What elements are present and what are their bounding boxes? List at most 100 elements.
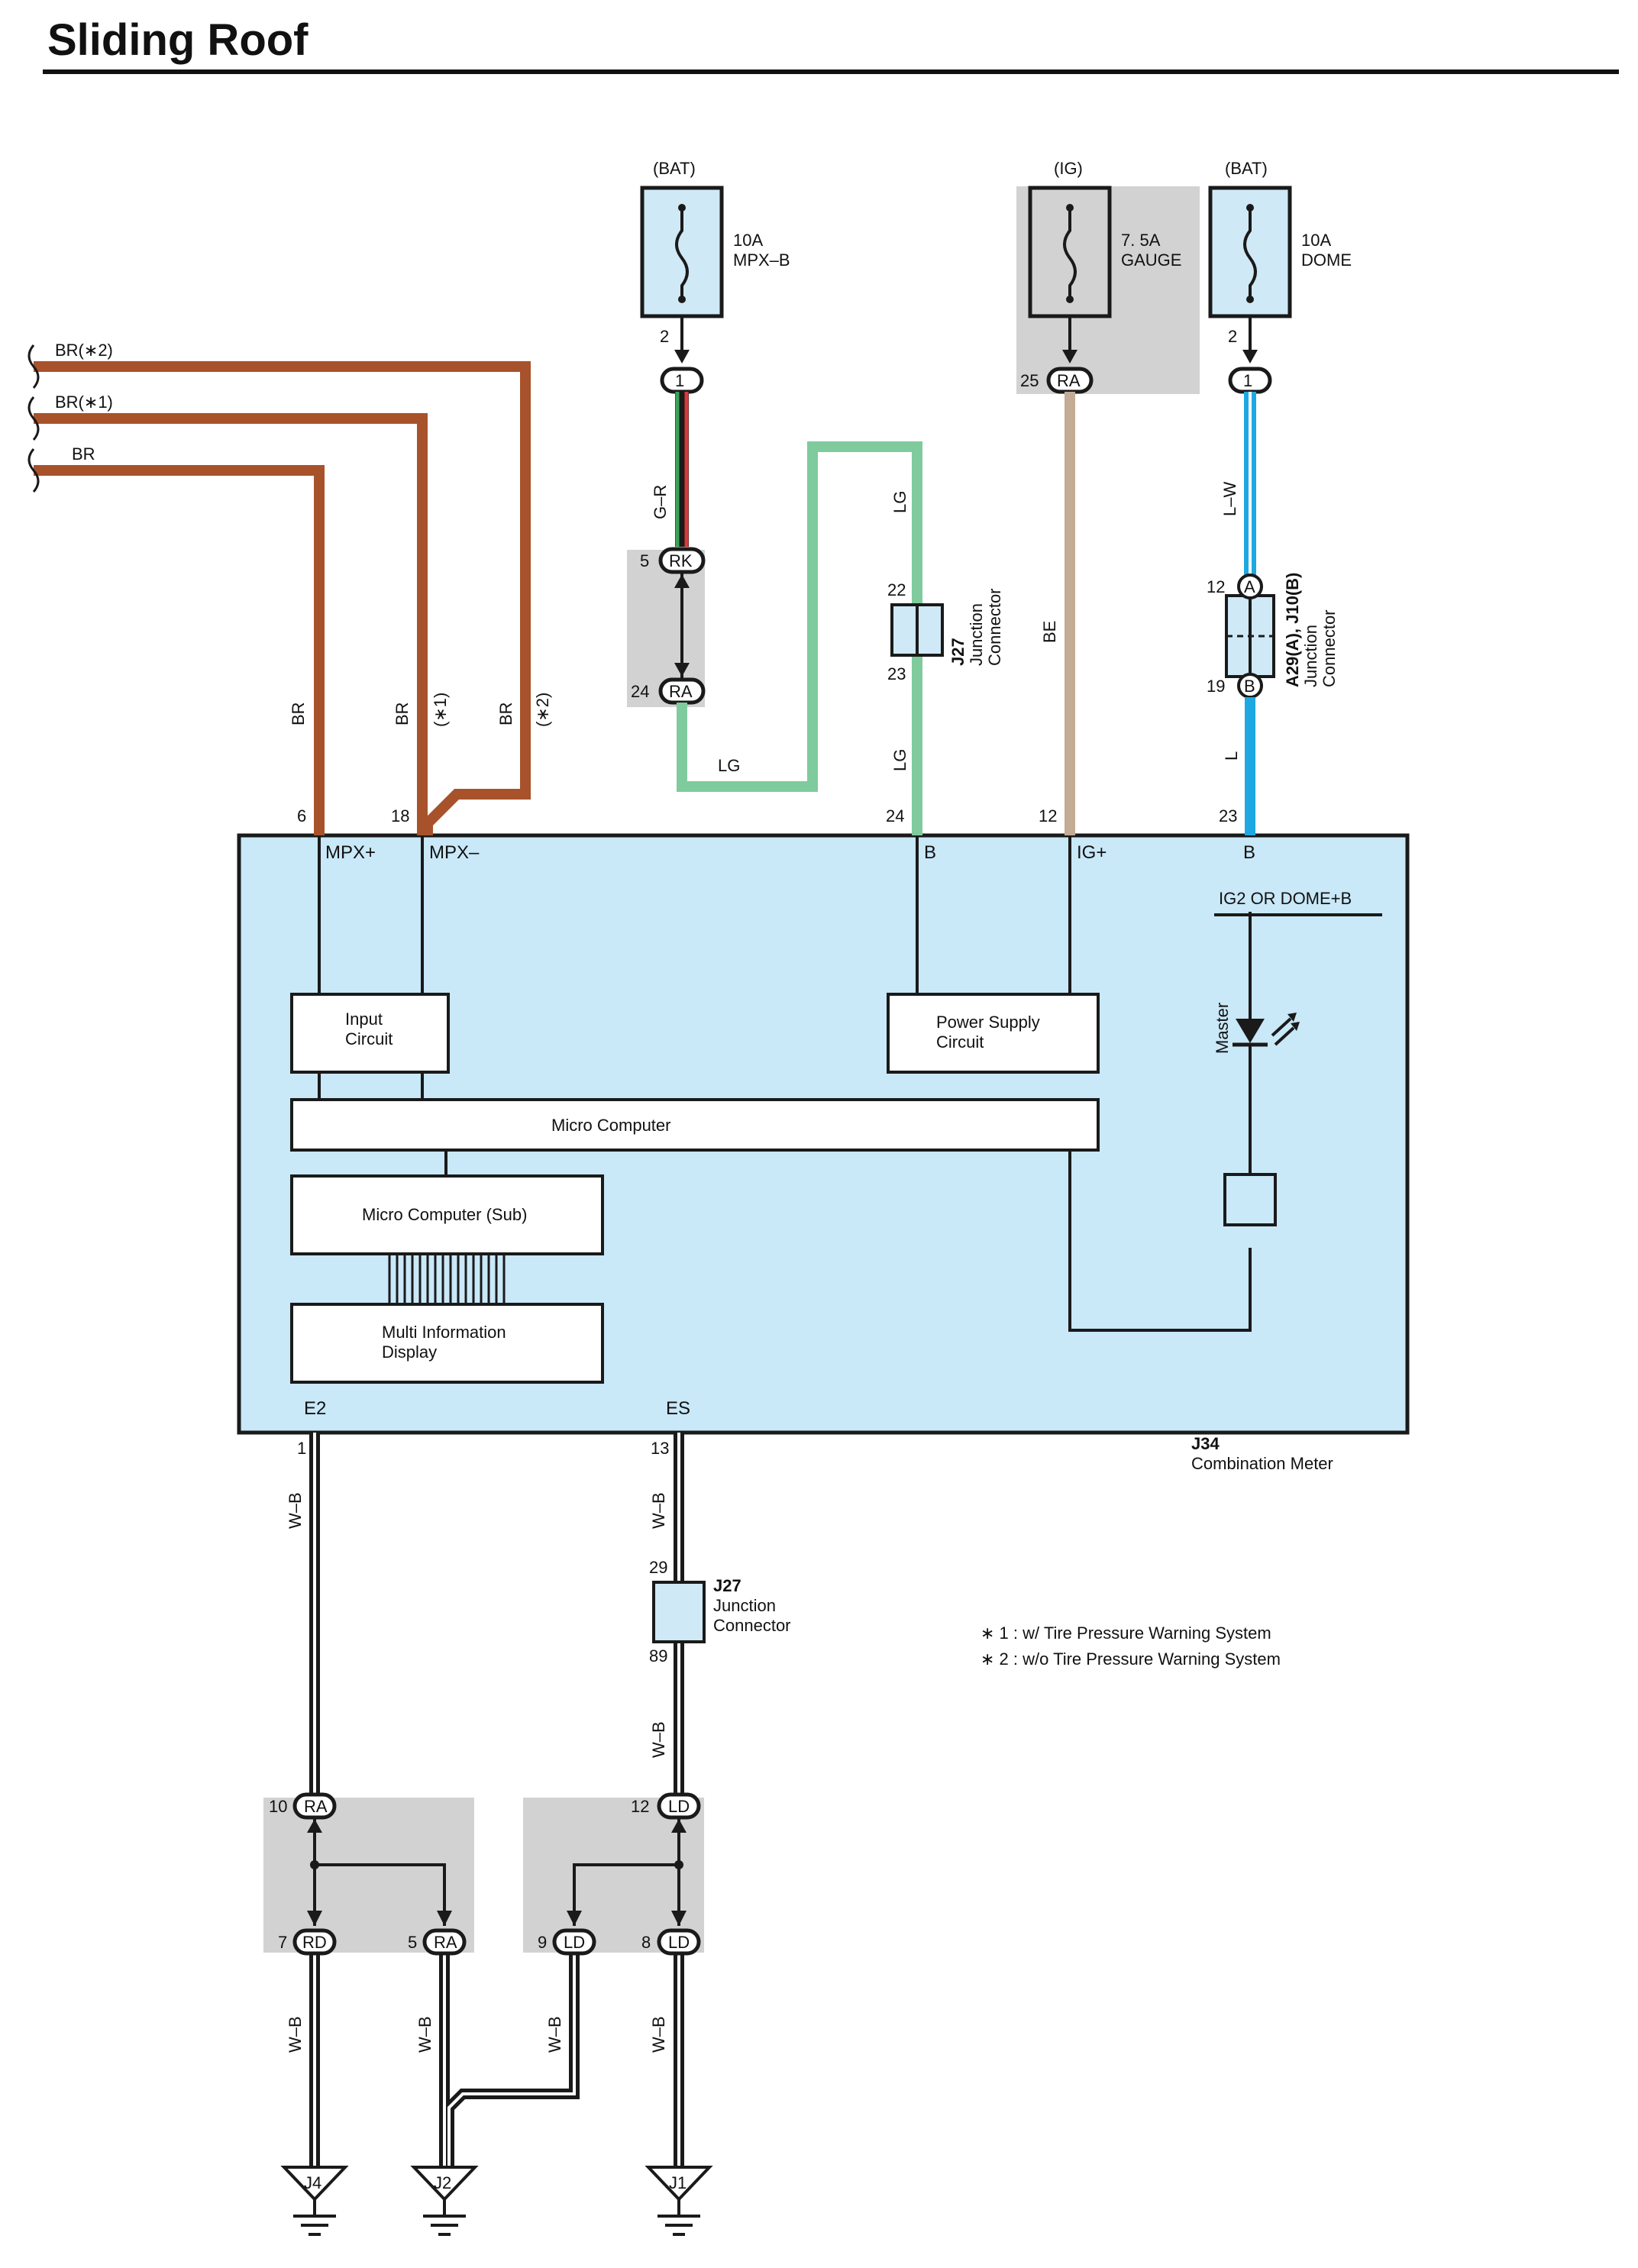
meter-id: J34 bbox=[1191, 1434, 1220, 1453]
meter-term-e2: E2 bbox=[304, 1398, 326, 1419]
input-circuit-label-2: Circuit bbox=[345, 1029, 393, 1048]
micro-computer-sub-box bbox=[290, 1174, 604, 1255]
splice-ld-9-pin: 9 bbox=[538, 1933, 547, 1952]
a29-label-2: Connector bbox=[1320, 609, 1339, 687]
note-2: ∗ 2 : w/o Tire Pressure Warning System bbox=[981, 1649, 1281, 1669]
br-label-2: BR(∗2) bbox=[55, 341, 113, 360]
multi-info-display-box bbox=[290, 1303, 604, 1384]
meter-pin-13: 13 bbox=[651, 1439, 669, 1458]
fuse-gauge-amp: 7. 5A bbox=[1121, 231, 1161, 250]
fuse-mpxb-pin: 2 bbox=[660, 327, 669, 346]
j27-top-label-2: Connector bbox=[985, 588, 1004, 666]
power-supply-label-1: Power Supply bbox=[936, 1013, 1040, 1032]
a29-id: A29(A), J10(B) bbox=[1283, 573, 1302, 687]
splice-rd-7-code: RD bbox=[302, 1933, 327, 1952]
w-b-label-4: W–B bbox=[286, 2016, 305, 2053]
master-led-icon bbox=[1233, 1013, 1300, 1047]
j27-top-pin-22: 22 bbox=[887, 580, 906, 599]
splice-ra-5 bbox=[422, 1928, 467, 1956]
micro-computer-box bbox=[290, 1098, 1100, 1152]
master-driver-box bbox=[1223, 1173, 1277, 1226]
ra-splice-shade bbox=[263, 1798, 474, 1953]
meter-pin-1: 1 bbox=[297, 1439, 306, 1458]
j27-top-label-1: Junction bbox=[967, 603, 986, 666]
ground-j4-icon bbox=[280, 2166, 349, 2236]
splice-rd-7 bbox=[292, 1928, 337, 1956]
meter-term-b2: B bbox=[1243, 842, 1255, 863]
splice-ra-5-pin: 5 bbox=[408, 1933, 417, 1952]
j27-bottom-pin-89: 89 bbox=[649, 1646, 667, 1665]
br-drop-label-3: BR bbox=[496, 702, 515, 725]
multi-info-display-label-1: Multi Information bbox=[382, 1323, 506, 1342]
ground-j1-icon bbox=[645, 2166, 713, 2236]
splice-ra-10-code: RA bbox=[304, 1797, 328, 1816]
fuse-gauge-source: (IG) bbox=[1054, 159, 1083, 178]
splice-ld-8-pin: 8 bbox=[641, 1933, 651, 1952]
w-b-wires bbox=[309, 1433, 684, 2167]
ground-j2-label: J2 bbox=[434, 2173, 451, 2192]
lg-label-2: LG bbox=[890, 491, 909, 513]
note-1: ∗ 1 : w/ Tire Pressure Warning System bbox=[981, 1623, 1271, 1643]
meter-pin-23: 23 bbox=[1219, 806, 1237, 825]
a29-label-1: Junction bbox=[1301, 625, 1320, 687]
conn-rk-code: RK bbox=[669, 551, 693, 570]
conn-ra-24-code: RA bbox=[669, 682, 693, 701]
meter-term-mpx-minus: MPX– bbox=[429, 842, 480, 863]
meter-pin-24: 24 bbox=[886, 806, 904, 825]
br-wires bbox=[34, 361, 531, 835]
br-wire-1 bbox=[34, 413, 428, 835]
input-circuit-box bbox=[290, 993, 450, 1074]
splice-ld-8-code: LD bbox=[668, 1933, 690, 1952]
fuse-dome-element bbox=[1243, 208, 1257, 299]
br-drop-note-2: (∗2) bbox=[533, 693, 552, 727]
j27-top-id: J27 bbox=[948, 638, 968, 666]
fuse-mpxb-amp: 10A bbox=[733, 231, 763, 250]
j27-bottom-label-2: Connector bbox=[713, 1616, 791, 1635]
conn-gauge-code: RA bbox=[1057, 371, 1081, 390]
a29-code-bottom-text: B bbox=[1244, 677, 1255, 696]
meter-ig2-label: IG2 OR DOME+B bbox=[1219, 889, 1352, 908]
meter-name: Combination Meter bbox=[1191, 1454, 1333, 1473]
conn-ra-24-pin: 24 bbox=[631, 682, 649, 701]
conn-gauge-pin: 25 bbox=[1020, 371, 1039, 390]
j27-bottom-pin-29: 29 bbox=[649, 1558, 667, 1577]
meter-pin-6: 6 bbox=[297, 806, 306, 825]
splice-ld-12-code: LD bbox=[668, 1797, 690, 1816]
a29-code-top bbox=[1237, 573, 1263, 599]
splice-ra-links bbox=[307, 1817, 452, 1926]
j27-bottom-id: J27 bbox=[713, 1576, 741, 1595]
l-label: L bbox=[1222, 751, 1241, 761]
a29-pin-top: 12 bbox=[1207, 577, 1225, 596]
input-circuit-label-1: Input bbox=[345, 1010, 383, 1029]
lg-label-3: LG bbox=[890, 749, 909, 771]
fuse-mpxb-element bbox=[675, 208, 689, 299]
micro-computer-sub-label: Micro Computer (Sub) bbox=[362, 1205, 527, 1224]
l-w-label: L–W bbox=[1220, 482, 1239, 516]
w-b-label-2: W–B bbox=[649, 1492, 668, 1529]
rk-ra-link bbox=[674, 572, 690, 680]
be-label: BE bbox=[1040, 621, 1059, 643]
ground-j4-label: J4 bbox=[304, 2173, 321, 2192]
ld-splice-shade bbox=[523, 1798, 704, 1953]
j27-bottom-label-1: Junction bbox=[713, 1596, 776, 1615]
conn-mpxb-code: 1 bbox=[675, 371, 684, 390]
a29-code-top-text: A bbox=[1244, 577, 1255, 596]
br-label-1: BR(∗1) bbox=[55, 393, 113, 412]
micro-computer-label: Micro Computer bbox=[551, 1116, 670, 1135]
fuse-dome-pin: 2 bbox=[1228, 327, 1237, 346]
lg-label-1: LG bbox=[718, 756, 740, 775]
fuse-dome-name: DOME bbox=[1301, 250, 1352, 270]
splice-ld-8 bbox=[657, 1928, 701, 1956]
br-drop-note-1: (∗1) bbox=[431, 693, 450, 727]
w-b-label-1: W–B bbox=[286, 1492, 305, 1529]
master-label: Master bbox=[1213, 1003, 1232, 1054]
wire-break-marks bbox=[27, 344, 40, 493]
power-supply-box bbox=[887, 993, 1100, 1074]
w-b-label-5: W–B bbox=[415, 2016, 435, 2053]
fuse-mpxb-source: (BAT) bbox=[653, 159, 696, 178]
meter-term-mpx-plus: MPX+ bbox=[325, 842, 376, 863]
splice-rd-7-pin: 7 bbox=[278, 1933, 287, 1952]
fuse-gauge-name: GAUGE bbox=[1121, 250, 1181, 270]
g-r-wire bbox=[675, 392, 689, 547]
